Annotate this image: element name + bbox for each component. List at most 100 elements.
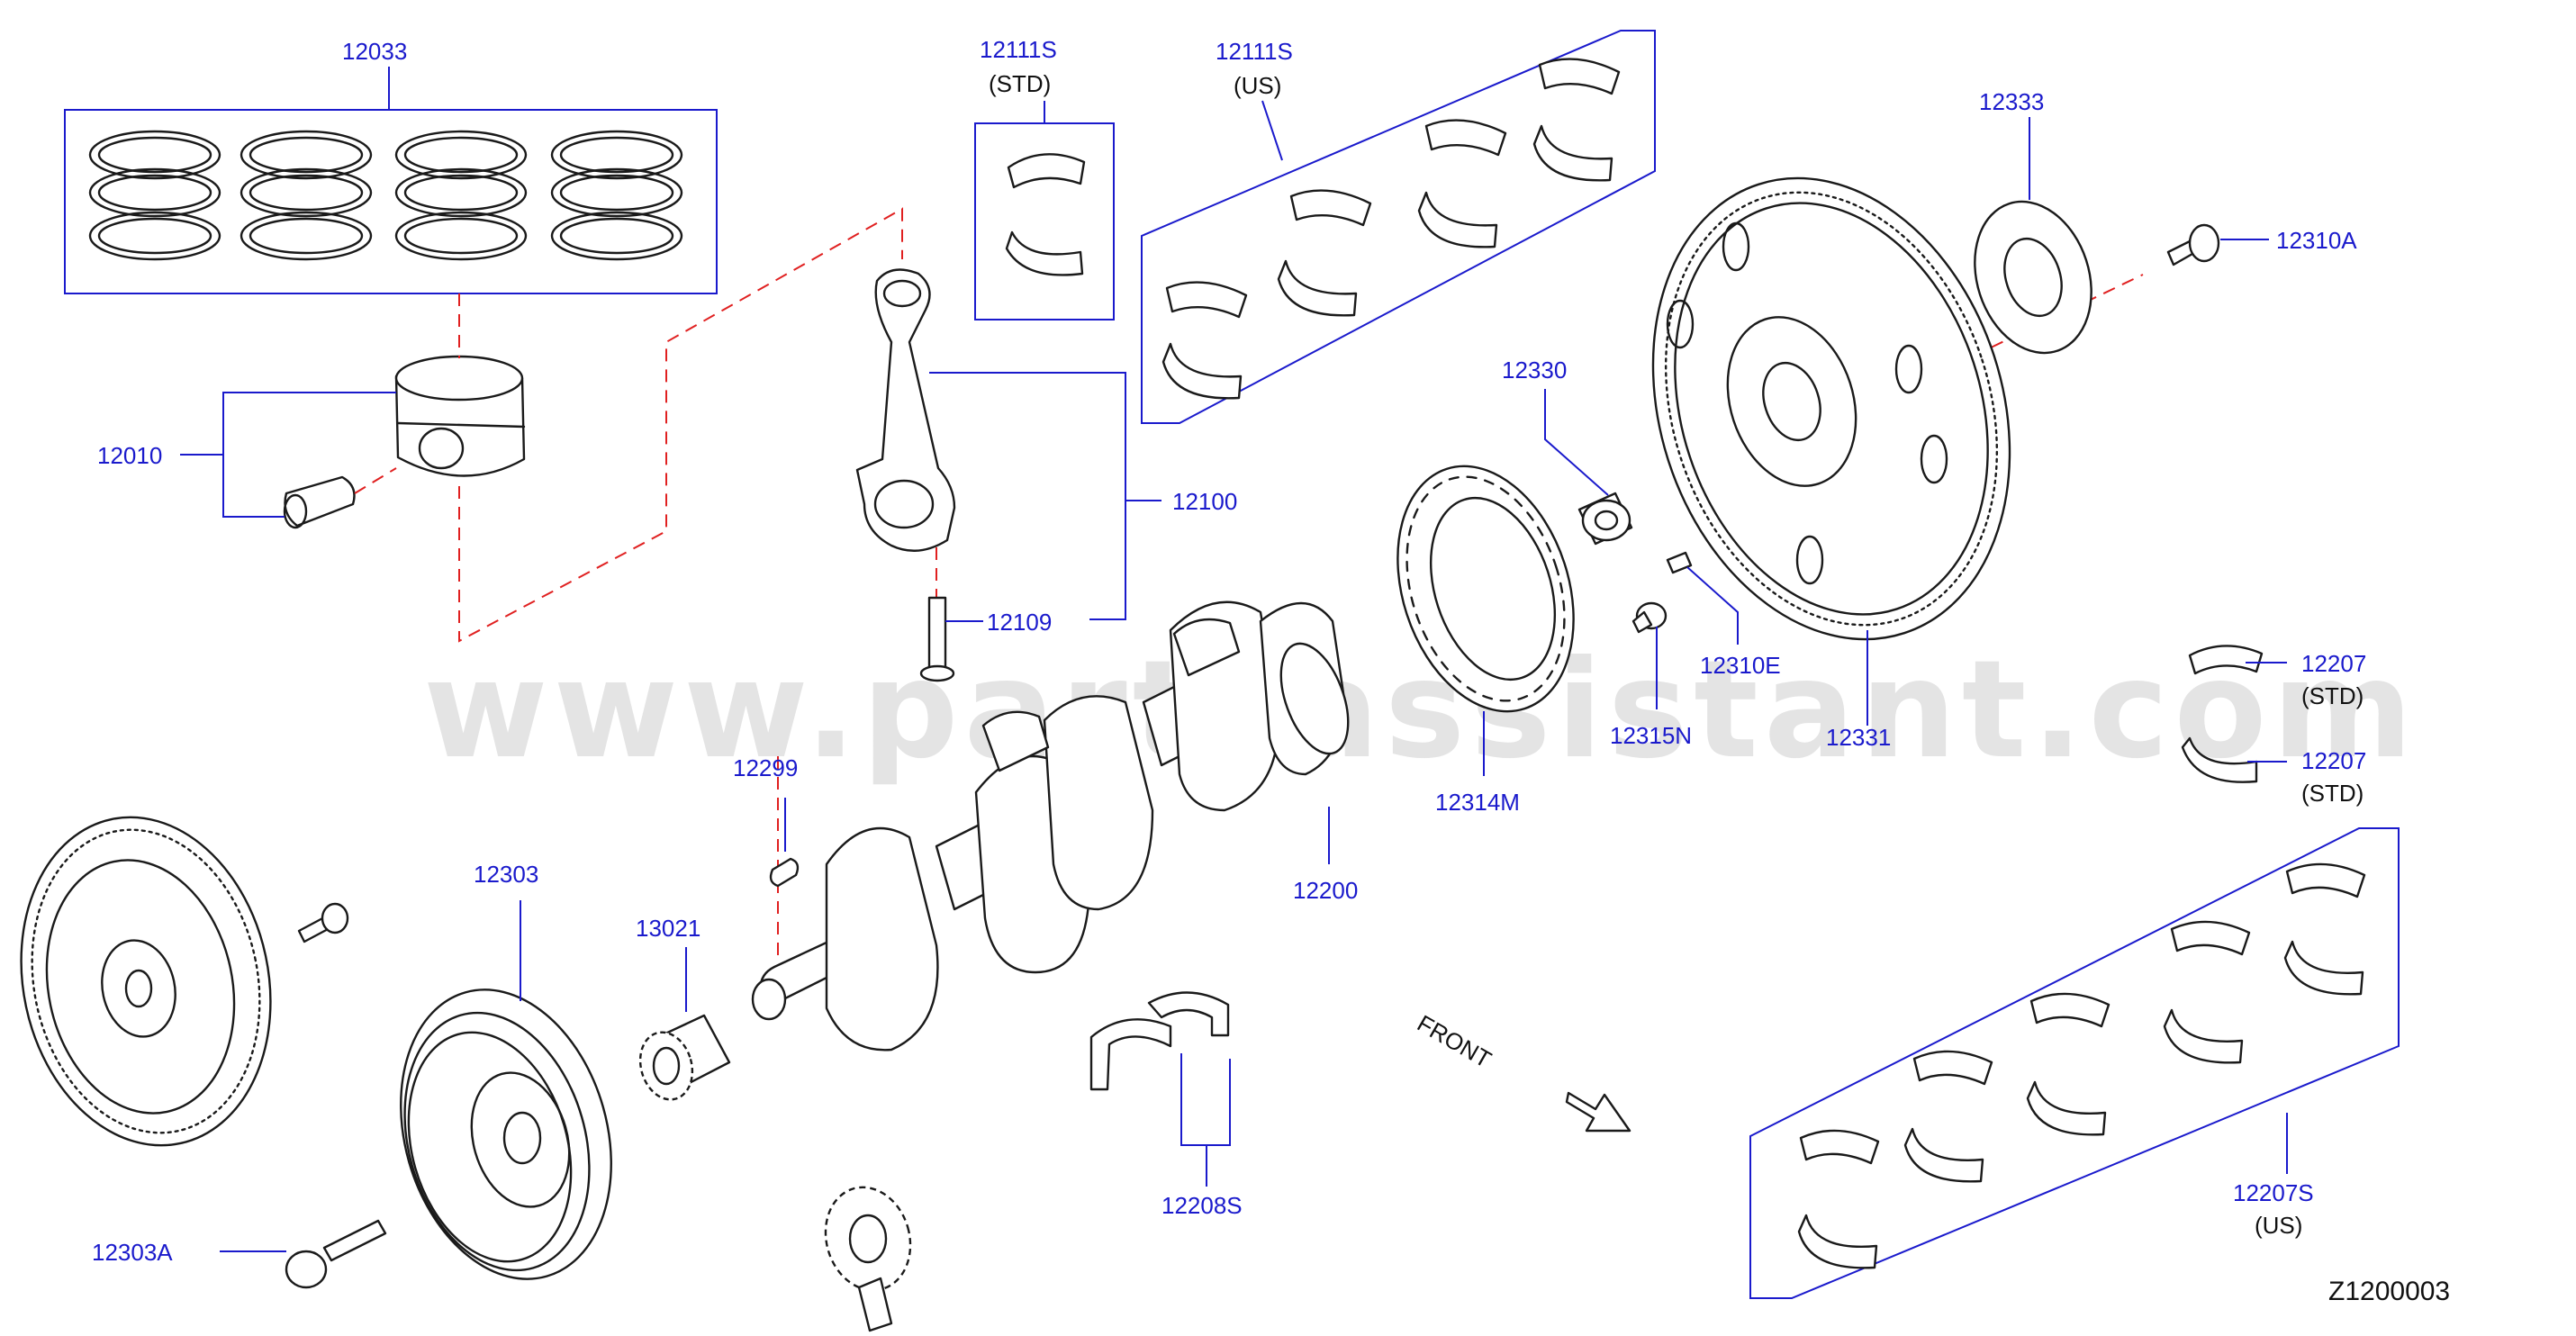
reinforcement-plate-group[interactable]: 12333 xyxy=(1956,88,2110,368)
label-12331[interactable]: 12331 xyxy=(1826,724,1891,751)
signal-plate-inner xyxy=(1429,496,1557,682)
bearing-us-4b xyxy=(1161,342,1243,400)
label-12310a[interactable]: 12310A xyxy=(2276,227,2357,254)
main-bearing-us-4a xyxy=(1912,1050,1993,1086)
label-12303[interactable]: 12303 xyxy=(474,861,538,888)
connecting-rod-group[interactable]: 12100 12109 xyxy=(855,268,1237,682)
label-13021[interactable]: 13021 xyxy=(636,915,700,942)
conrod-bolt xyxy=(927,596,947,675)
front-indicator: FRONT xyxy=(1413,1009,1631,1133)
label-12330[interactable]: 12330 xyxy=(1502,357,1567,384)
drive-plate-slot-3 xyxy=(1920,434,1948,484)
dowel-pin xyxy=(1666,551,1693,574)
label-12111s-std[interactable]: 12111S xyxy=(980,36,1057,63)
bearing-us-2a xyxy=(1424,119,1507,157)
main-bearing-us-2a xyxy=(2170,920,2251,956)
reinforcement-plate-hole xyxy=(2003,237,2063,318)
flywheel-teeth xyxy=(31,828,261,1134)
leader-12208s xyxy=(1180,1053,1231,1146)
drive-plate-center xyxy=(1762,361,1821,442)
main-bearing-us-1a xyxy=(2285,862,2366,898)
main-bearing-us-5a xyxy=(1799,1129,1880,1165)
label-12315n[interactable]: 12315N xyxy=(1610,722,1692,749)
drive-plate-slot-1 xyxy=(1722,221,1750,272)
signal-plate-slots xyxy=(1406,475,1566,702)
drive-plate-slot-5 xyxy=(1666,299,1695,349)
label-12100[interactable]: 12100 xyxy=(1172,488,1237,515)
piston-crown xyxy=(394,355,524,402)
watermark-text: www.partsassistant.com xyxy=(423,632,2418,789)
label-12303a[interactable]: 12303A xyxy=(92,1239,173,1266)
conrod-bearing-std-box xyxy=(974,122,1115,320)
plate-bolt-group[interactable]: 12315N xyxy=(1610,601,1692,749)
flywheel-face xyxy=(45,859,236,1115)
bearing-us-4a xyxy=(1165,281,1248,319)
piston-ring-set-2 xyxy=(240,130,373,261)
label-12310e[interactable]: 12310E xyxy=(1700,652,1781,679)
label-12109[interactable]: 12109 xyxy=(987,609,1052,636)
main-bearing-us-4b xyxy=(1903,1127,1984,1183)
drive-plate-slot-4 xyxy=(1795,535,1824,585)
drive-plate-teeth xyxy=(1664,191,1999,627)
crankshaft-group[interactable]: 12200 xyxy=(751,600,1361,1052)
woodruff-key-group[interactable]: 12299 xyxy=(733,754,800,888)
dowel-group[interactable]: 12310E xyxy=(1666,551,1781,679)
conrod-big-end xyxy=(873,479,935,529)
crankshaft-flange xyxy=(1279,642,1350,755)
oil-pump-gear-hub xyxy=(848,1214,888,1264)
piston-rings-group[interactable]: 12033 xyxy=(64,38,718,294)
label-12299[interactable]: 12299 xyxy=(733,754,798,781)
crank-web-3 xyxy=(1043,695,1154,911)
bearing-us-2b xyxy=(1417,191,1498,248)
connecting-rod xyxy=(855,268,956,552)
main-bearing-std-b xyxy=(2181,736,2258,783)
crank-web-6 xyxy=(981,710,1050,772)
pilot-bushing-group[interactable]: 12330 xyxy=(1502,357,1633,546)
main-bearing-us-box xyxy=(1749,827,2400,1299)
drive-plate-group[interactable]: 12331 xyxy=(1595,131,2066,751)
conrod-bearing-lower xyxy=(1005,230,1084,276)
pulley-bolt-group[interactable]: 12303A xyxy=(92,1219,387,1289)
main-bearing-std-a-group[interactable]: 12207 (STD) xyxy=(2188,645,2366,709)
oil-pump-gear-group xyxy=(824,1186,912,1332)
flywheel-bolt-group[interactable]: 12310A xyxy=(2166,223,2357,266)
piston-ring-set-3 xyxy=(394,130,528,261)
crankshaft-nose-end xyxy=(751,978,787,1021)
label-12207s[interactable]: 12207S xyxy=(2233,1179,2314,1206)
bearing-us-1a xyxy=(1538,58,1621,95)
main-bearing-us-1b xyxy=(2283,940,2364,996)
label-12208s[interactable]: 12208S xyxy=(1161,1192,1243,1219)
leader-12330 xyxy=(1544,389,1609,496)
conrod-bolt-head xyxy=(919,664,955,682)
note-12207-b: (STD) xyxy=(2301,780,2364,807)
flywheel-outer xyxy=(20,816,272,1147)
pulley-outer xyxy=(400,988,612,1280)
oil-pump-gear-shaft xyxy=(857,1277,893,1332)
thrust-washer-1 xyxy=(1089,1018,1172,1091)
conrod-bearing-upper xyxy=(1007,153,1086,189)
label-12207-b[interactable]: 12207 xyxy=(2301,747,2366,774)
front-label: FRONT xyxy=(1413,1009,1496,1073)
label-12111s-us[interactable]: 12111S xyxy=(1216,38,1293,65)
label-12200[interactable]: 12200 xyxy=(1293,877,1358,904)
label-12207-a[interactable]: 12207 xyxy=(2301,650,2366,677)
signal-plate-group[interactable]: 12314M xyxy=(1368,443,1604,816)
flywheel-group[interactable] xyxy=(0,794,349,1169)
label-12010[interactable]: 12010 xyxy=(97,442,162,469)
conrod-bearing-us-group[interactable]: 12111S (US) xyxy=(1141,30,1656,424)
piston-group[interactable]: 12010 xyxy=(97,355,526,529)
conrod-bearing-std-group[interactable]: 12111S (STD) xyxy=(974,36,1115,320)
bearing-us-1b xyxy=(1532,124,1613,182)
sprocket-group[interactable]: 13021 xyxy=(633,915,731,1106)
leader-12100 xyxy=(929,372,1126,620)
pulley-group[interactable]: 12303 xyxy=(368,861,644,1304)
main-bearing-us-group[interactable]: 12207S (US) xyxy=(1749,827,2400,1299)
label-12033[interactable]: 12033 xyxy=(342,38,407,65)
label-12333[interactable]: 12333 xyxy=(1979,88,2044,115)
main-bearing-std-b-group[interactable]: 12207 (STD) xyxy=(2181,736,2366,807)
thrust-washer-group[interactable]: 12208S xyxy=(1089,991,1243,1219)
label-12314m[interactable]: 12314M xyxy=(1435,789,1520,816)
note-12111s-std: (STD) xyxy=(989,70,1051,97)
